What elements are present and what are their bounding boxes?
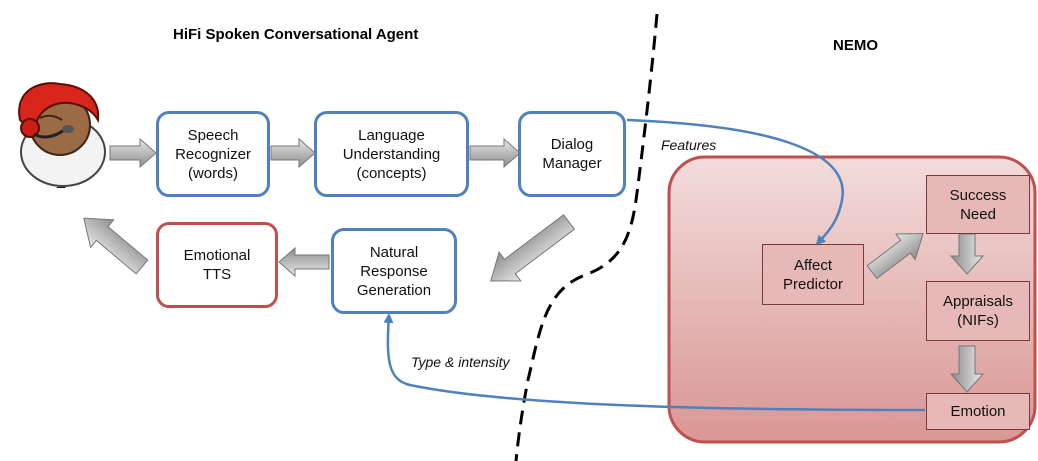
nemo-title: NEMO: [833, 37, 878, 54]
success-need-box: Success Need: [926, 175, 1030, 234]
language-understanding-box: Language Understanding (concepts): [314, 111, 469, 197]
dialog-manager-box: Dialog Manager: [518, 111, 626, 197]
flow-arrow-success-to-appraisals: [949, 233, 985, 275]
emotion-box: Emotion: [926, 393, 1030, 430]
flow-arrow-appraisals-to-emotion: [949, 345, 985, 393]
affect-predictor-box: Affect Predictor: [762, 244, 864, 305]
user-marker: _: [57, 172, 66, 189]
appraisals-box: Appraisals (NIFs): [926, 281, 1030, 341]
separator-line: [514, 13, 659, 461]
flow-arrow-tts-to-user: [83, 217, 149, 275]
flow-arrow-generation-to-tts: [278, 246, 330, 278]
flow-arrow-recognizer-to-understanding: [270, 137, 316, 169]
flow-arrow-understanding-to-dialog: [469, 137, 521, 169]
features-connector: [626, 118, 844, 246]
user-with-headset-icon: [18, 82, 106, 187]
features-label: Features: [661, 137, 717, 153]
flow-arrow-affect-to-success: [866, 232, 924, 280]
flow-arrow-user-to-recognizer: [109, 137, 157, 169]
emotional-tts-box: Emotional TTS: [156, 222, 278, 308]
type-intensity-label: Type & intensity: [411, 354, 510, 370]
speech-recognizer-box: Speech Recognizer (words): [156, 111, 270, 197]
flow-arrow-dialog-to-generation: [490, 214, 576, 282]
type-intensity-connector: [383, 313, 926, 412]
hifi-agent-title: HiFi Spoken Conversational Agent: [173, 26, 419, 43]
natural-response-generation-box: Natural Response Generation: [331, 228, 457, 314]
